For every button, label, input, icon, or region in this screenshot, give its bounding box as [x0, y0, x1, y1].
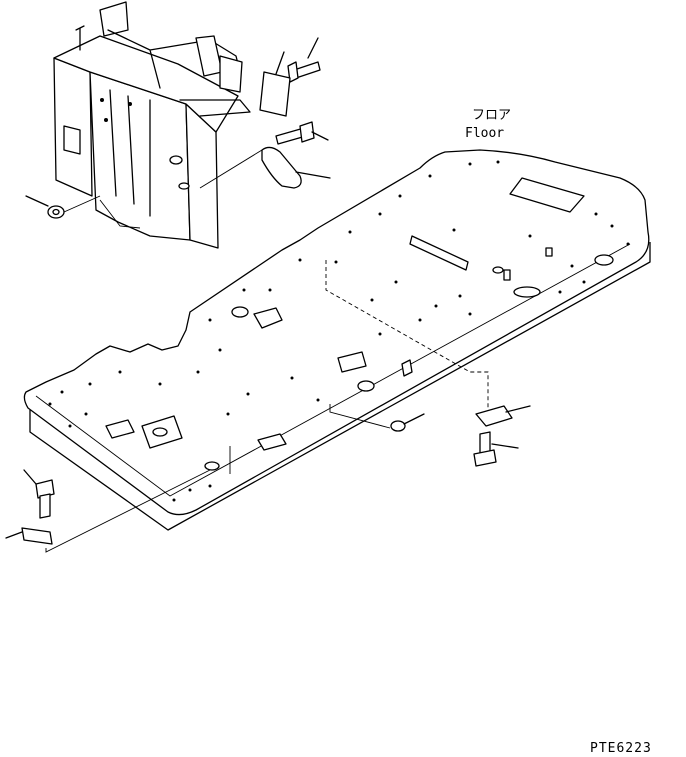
- leader-line: [311, 131, 329, 141]
- bolt-upper: [287, 61, 321, 83]
- leader-line: [403, 413, 425, 425]
- frame-gusset: [99, 199, 141, 229]
- frame-side-bracket: [219, 55, 243, 93]
- frame-left-panel: [53, 57, 93, 197]
- leader-line: [23, 469, 37, 485]
- frame-hole-b: [178, 182, 190, 190]
- floor-pad-c: [257, 433, 287, 451]
- console-frame: [53, 1, 251, 249]
- floor-hole-center: [152, 427, 168, 437]
- leader-line: [329, 404, 391, 429]
- cover-plate: [259, 71, 291, 117]
- leader-line: [295, 171, 331, 179]
- floor-fitting-c: [401, 359, 413, 377]
- leader-line: [25, 195, 49, 207]
- floor-bracket-b: [337, 351, 367, 373]
- bolt-lower-left: [35, 479, 55, 519]
- floor-pad-a: [105, 419, 135, 439]
- plug: [390, 420, 406, 432]
- frame-rivet: [100, 98, 104, 102]
- hidden-edge: [325, 260, 489, 408]
- floor-rivet-holes: [48, 160, 630, 502]
- leader-line: [199, 149, 263, 189]
- floor-round-hole-e: [204, 461, 220, 471]
- frame-lever-plate: [195, 35, 223, 77]
- floor-plate-outline: [23, 149, 650, 516]
- leader-line: [307, 37, 319, 59]
- floor-round-hole-d: [594, 254, 614, 266]
- floor-round-hole-a: [231, 306, 249, 318]
- frame-post-left: [75, 25, 85, 51]
- bolt-middle: [275, 121, 315, 145]
- floor-bracket-a: [253, 307, 283, 329]
- floor-plate: [23, 149, 651, 531]
- bolt-lower-right: [473, 431, 497, 467]
- floor-round-hole-b: [357, 380, 375, 392]
- floor-slot: [409, 235, 469, 271]
- leader-line: [45, 469, 211, 553]
- floor-label-en: Floor: [465, 126, 504, 141]
- floor-fitting-b: [503, 269, 511, 281]
- floor-rect-cutout: [509, 177, 585, 213]
- floor-oval-hole: [513, 286, 541, 298]
- frame-hole-a: [169, 155, 183, 165]
- oval-cover: [261, 146, 302, 189]
- frame-pedal-plate: [99, 1, 129, 37]
- leader-line: [63, 195, 101, 213]
- floor-fitting-a: [545, 247, 553, 257]
- drawing-code: PTE6223: [590, 741, 652, 756]
- floor-label-jp: フロア: [472, 108, 511, 123]
- leader-line: [5, 531, 23, 539]
- leader-line: [275, 51, 285, 75]
- washer-plate-left: [21, 527, 53, 545]
- frame-struts: [109, 89, 151, 217]
- frame-rivet: [128, 102, 132, 106]
- frame-switch-box: [63, 125, 81, 155]
- leader-line: [491, 443, 519, 449]
- nut-left: [47, 205, 65, 219]
- frame-rivet: [104, 118, 108, 122]
- frame-rear-arm: [179, 99, 251, 117]
- floor-round-hole-c: [492, 266, 504, 274]
- floor-plate-rim: [35, 243, 631, 497]
- washer-plate-right: [475, 405, 513, 427]
- leader-line: [505, 405, 531, 413]
